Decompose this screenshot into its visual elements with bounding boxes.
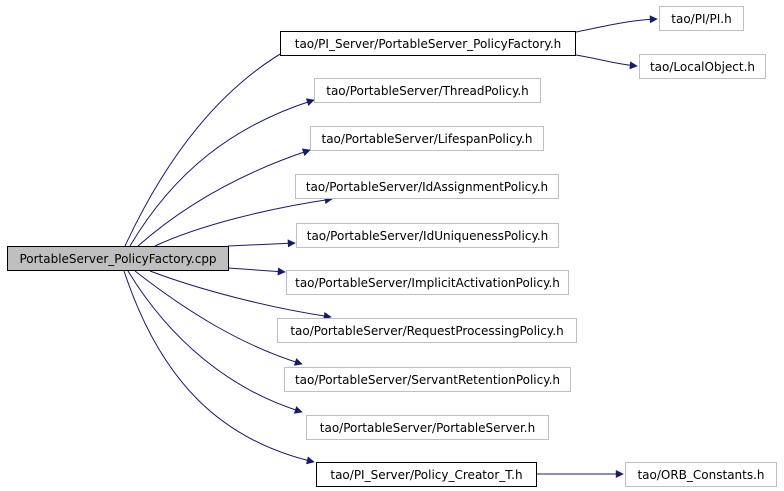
node-label: tao/PortableServer/IdAssignmentPolicy.h (305, 179, 549, 194)
node-label: tao/PI_Server/Policy_Creator_T.h (330, 467, 523, 482)
node-portable-server-policy-factory-cpp[interactable]: PortableServer_PolicyFactory.cpp (7, 246, 229, 271)
node-label: tao/PortableServer/LifespanPolicy.h (321, 131, 533, 146)
node-label: tao/ORB_Constants.h (637, 467, 765, 482)
node-label: tao/PortableServer/RequestProcessingPoli… (290, 323, 564, 338)
node-local-object-h[interactable]: tao/LocalObject.h (639, 54, 766, 79)
node-thread-policy-h[interactable]: tao/PortableServer/ThreadPolicy.h (314, 78, 541, 103)
edge-policy-factory-to-local-object (575, 54, 638, 70)
node-policy-creator-t-h[interactable]: tao/PI_Server/Policy_Creator_T.h (316, 462, 537, 487)
node-orb-constants-h[interactable]: tao/ORB_Constants.h (625, 462, 777, 487)
edge-root-to-policy-factory (124, 44, 297, 247)
edge-root-to-request-processing-policy (149, 270, 332, 320)
node-lifespan-policy-h[interactable]: tao/PortableServer/LifespanPolicy.h (310, 126, 544, 151)
node-label: tao/PortableServer/IdUniquenessPolicy.h (306, 228, 549, 243)
node-label: tao/PortableServer/ServantRetentionPolic… (294, 372, 561, 387)
edge-policy-factory-to-pi (575, 15, 658, 33)
node-label: tao/PortableServer/PortableServer.h (319, 420, 536, 435)
edge-root-to-policy-creator (123, 270, 315, 465)
edge-root-to-id-assignment-policy (154, 196, 333, 247)
node-servant-retention-policy-h[interactable]: tao/PortableServer/ServantRetentionPolic… (284, 367, 571, 392)
node-label: tao/PortableServer/ThreadPolicy.h (326, 83, 529, 98)
node-label: tao/PI/PI.h (671, 11, 732, 26)
edge-root-to-lifespan-policy (137, 148, 311, 247)
node-id-assignment-policy-h[interactable]: tao/PortableServer/IdAssignmentPolicy.h (295, 174, 559, 199)
edge-root-to-thread-policy (129, 98, 315, 247)
edge-root-to-portable-server (127, 270, 303, 414)
node-label: tao/LocalObject.h (649, 59, 756, 74)
node-label: tao/PortableServer/ImplicitActivationPol… (295, 275, 560, 290)
node-id-uniqueness-policy-h[interactable]: tao/PortableServer/IdUniquenessPolicy.h (296, 223, 559, 248)
node-implicit-activation-policy-h[interactable]: tao/PortableServer/ImplicitActivationPol… (286, 270, 569, 295)
node-request-processing-policy-h[interactable]: tao/PortableServer/RequestProcessingPoli… (277, 318, 577, 343)
node-pi-h[interactable]: tao/PI/PI.h (659, 6, 744, 31)
node-label: PortableServer_PolicyFactory.cpp (19, 251, 217, 266)
edge-root-to-servant-retention-policy (134, 270, 303, 366)
edge-root-to-implicit-activation-policy (227, 267, 286, 276)
edge-root-to-id-uniqueness-policy (227, 239, 296, 248)
node-portable-server-h[interactable]: tao/PortableServer/PortableServer.h (306, 415, 549, 440)
node-label: tao/PI_Server/PortableServer_PolicyFacto… (294, 36, 562, 51)
node-portable-server-policy-factory-h[interactable]: tao/PI_Server/PortableServer_PolicyFacto… (280, 31, 576, 56)
